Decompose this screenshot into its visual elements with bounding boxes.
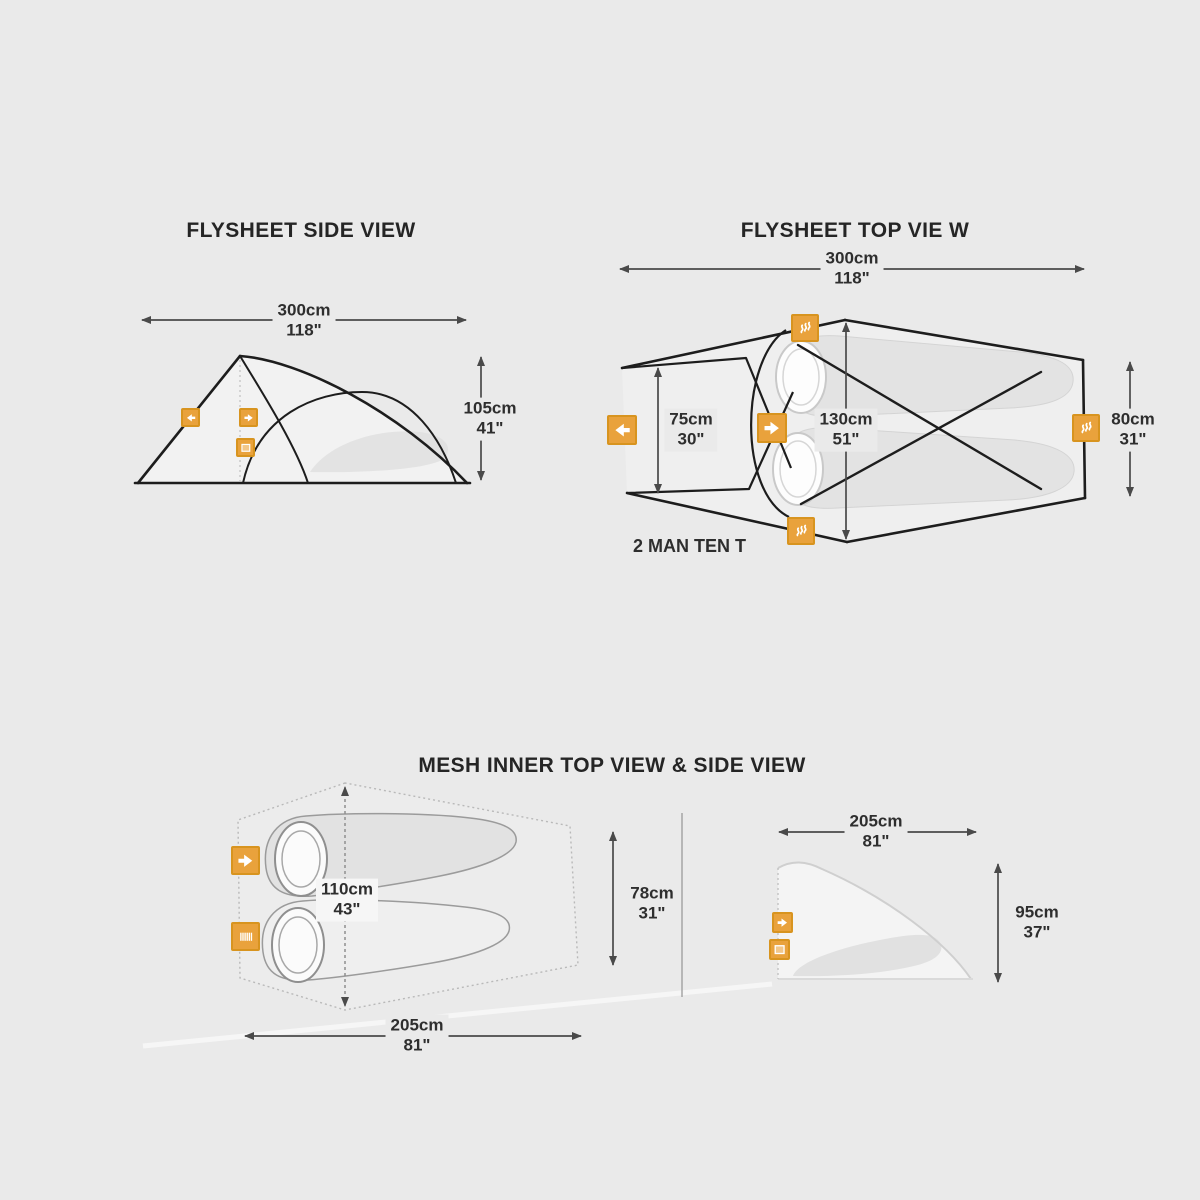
flysheet-side-title: FLYSHEET SIDE VIEW xyxy=(186,219,416,242)
sleeping-bag-top xyxy=(264,812,517,898)
dimension-label-mesh-end-height: 78cm 31" xyxy=(625,882,679,926)
dim-in: 41" xyxy=(476,419,504,438)
flysheet-top-drawing xyxy=(619,265,1134,544)
dimension-label-mesh-side-length: 205cm 81" xyxy=(844,810,908,854)
dim-cm: 110cm xyxy=(321,879,373,899)
dim-in: 43" xyxy=(333,900,361,919)
dim-in: 81" xyxy=(403,1036,431,1055)
dimension-label-inner-width: 130cm 51" xyxy=(814,408,878,452)
dim-in: 118" xyxy=(286,321,322,340)
dim-in: 51" xyxy=(832,430,860,449)
dim-cm: 205cm xyxy=(849,811,903,831)
door-arrow-right-icon xyxy=(772,912,793,933)
vent-icon xyxy=(787,517,815,545)
dim-cm: 205cm xyxy=(390,1015,444,1035)
vent-icon xyxy=(1072,414,1100,442)
vent-icon xyxy=(791,314,819,342)
dimension-label-side-width: 300cm 118" xyxy=(272,299,336,343)
dimension-label-mesh-width: 110cm 43" xyxy=(316,878,378,922)
dimension-label-mesh-length: 205cm 81" xyxy=(385,1014,449,1058)
dim-cm: 300cm xyxy=(825,248,879,268)
mesh-inner-title: MESH INNER TOP VIEW & SIDE VIEW xyxy=(418,754,806,777)
dim-cm: 300cm xyxy=(277,300,331,320)
dim-cm: 80cm xyxy=(1111,409,1155,429)
dim-cm: 75cm xyxy=(669,409,713,429)
window-icon xyxy=(769,939,790,960)
dim-cm: 95cm xyxy=(1015,902,1059,922)
window-icon xyxy=(236,438,255,457)
door-arrow-left-icon xyxy=(181,408,200,427)
flysheet-top-title: FLYSHEET TOP VIE W xyxy=(740,219,970,242)
door-arrow-left-icon xyxy=(607,415,637,445)
dimension-label-top-width: 300cm 118" xyxy=(820,247,884,291)
dimension-label-mesh-side-height: 95cm 37" xyxy=(1010,901,1064,945)
door-arrow-right-icon xyxy=(239,408,258,427)
dim-in: 31" xyxy=(638,904,666,923)
tent-type-caption: 2 MAN TEN T xyxy=(633,536,747,556)
pocket-icon xyxy=(231,922,260,951)
sleeping-bag-silhouette xyxy=(310,431,449,473)
sleeping-bag-silhouette xyxy=(793,934,942,977)
door-arrow-right-icon xyxy=(757,413,787,443)
dim-cm: 78cm xyxy=(630,883,674,903)
door-arrow-right-icon xyxy=(231,846,260,875)
dim-cm: 130cm xyxy=(819,409,873,429)
dimension-label-end-width: 80cm 31" xyxy=(1106,408,1160,452)
dim-in: 81" xyxy=(862,832,890,851)
dim-cm: 105cm xyxy=(463,398,517,418)
dim-in: 30" xyxy=(677,430,705,449)
dim-in: 118" xyxy=(834,269,870,288)
dim-in: 31" xyxy=(1119,430,1147,449)
dimension-label-side-height: 105cm 41" xyxy=(458,397,522,441)
flysheet-side-drawing xyxy=(133,316,485,485)
mesh-inner-side-drawing xyxy=(777,828,1002,983)
dimension-label-vestibule: 75cm 30" xyxy=(664,408,718,452)
dim-in: 37" xyxy=(1023,923,1051,942)
